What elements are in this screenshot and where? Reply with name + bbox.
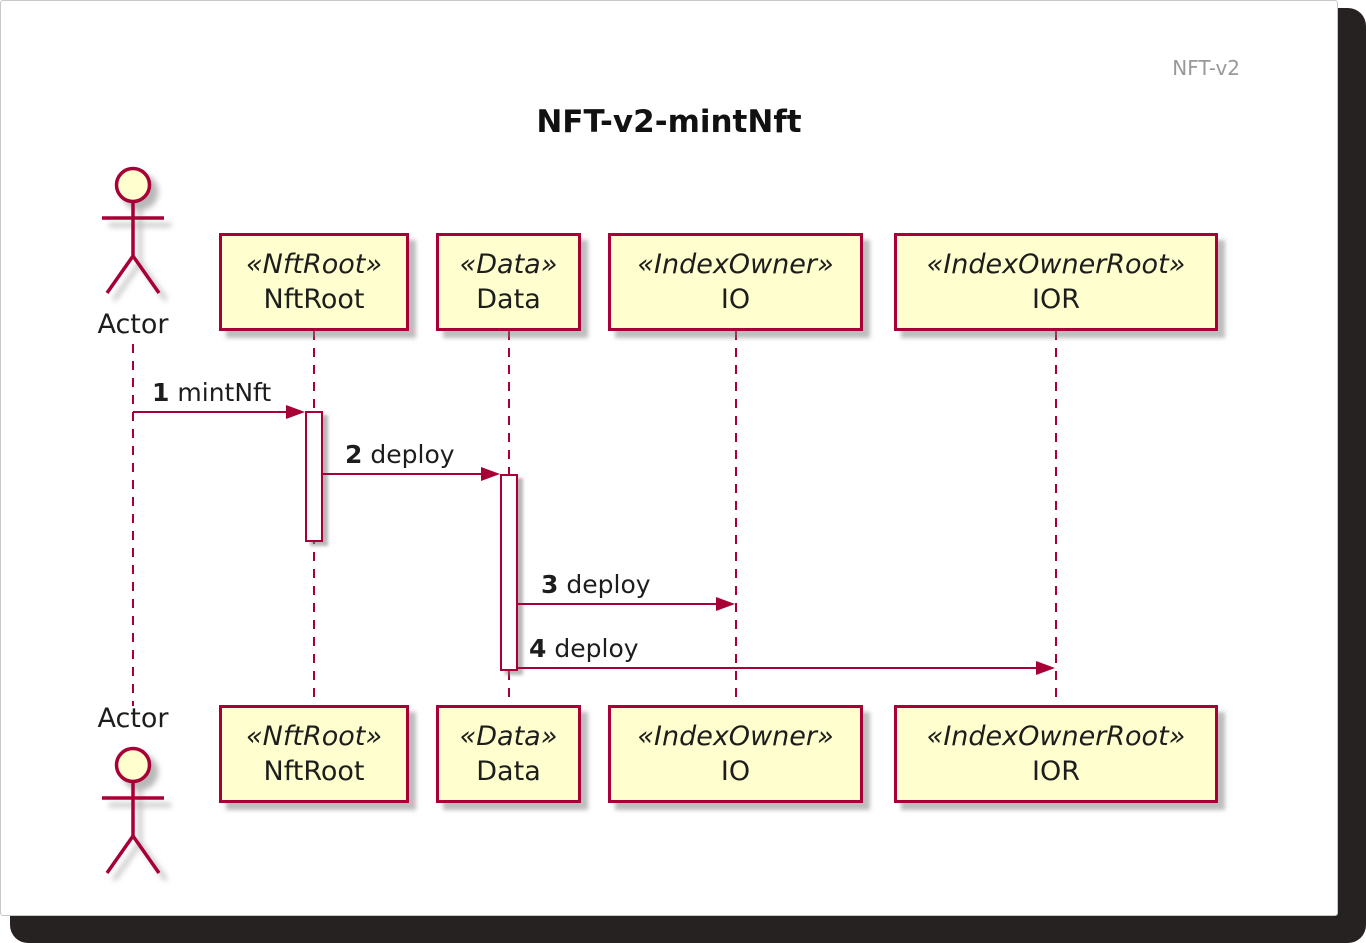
actor-icon-bottom (102, 746, 164, 875)
message-text: deploy (370, 440, 455, 469)
participant-name: IOR (1032, 756, 1080, 787)
lifeline-io (735, 331, 737, 705)
message-text: mintNft (177, 378, 272, 407)
participant-name: Data (476, 756, 541, 787)
message-number: 4 (529, 634, 547, 663)
participant-stereotype: «NftRoot» (245, 720, 382, 752)
message-arrow-3 (518, 597, 735, 611)
message-number: 3 (541, 570, 559, 599)
arrow-head-icon (1036, 661, 1055, 675)
message-arrow-1 (133, 405, 305, 419)
arrow-head-icon (481, 467, 500, 481)
arrow-line (518, 602, 726, 605)
actor-icon-top (102, 166, 164, 295)
participant-box-io-bottom: «IndexOwner» IO (608, 705, 863, 803)
participant-stereotype: «IndexOwner» (637, 720, 834, 752)
message-text: deploy (554, 634, 639, 663)
lifeline-ior (1055, 331, 1057, 705)
actor-label-bottom: Actor (97, 703, 169, 734)
message-arrow-4 (518, 661, 1055, 675)
participant-box-ior-bottom: «IndexOwnerRoot» IOR (894, 705, 1218, 803)
participant-name: Data (476, 284, 541, 315)
message-arrow-2 (323, 467, 500, 481)
arrow-head-icon (716, 597, 735, 611)
activation-bar-data (500, 474, 518, 671)
participant-stereotype: «IndexOwnerRoot» (926, 720, 1186, 752)
participant-stereotype: «Data» (459, 720, 558, 752)
participant-box-data-bottom: «Data» Data (436, 705, 581, 803)
participant-stereotype: «NftRoot» (245, 248, 382, 280)
participant-name: NftRoot (263, 756, 365, 787)
participant-stereotype: «IndexOwnerRoot» (926, 248, 1186, 280)
diagram-canvas: NFT-v2 NFT-v2-mintNft Actor «NftRoot» Nf… (0, 0, 1338, 916)
participant-name: IO (720, 284, 751, 315)
arrow-line (518, 666, 1046, 669)
participant-name: IOR (1032, 284, 1080, 315)
participant-box-nftroot-top: «NftRoot» NftRoot (219, 233, 409, 331)
message-number: 2 (345, 440, 363, 469)
message-number: 1 (152, 378, 170, 407)
participant-box-ior-top: «IndexOwnerRoot» IOR (894, 233, 1218, 331)
participant-box-data-top: «Data» Data (436, 233, 581, 331)
diagram-title: NFT-v2-mintNft (536, 104, 802, 140)
participant-stereotype: «Data» (459, 248, 558, 280)
participant-stereotype: «IndexOwner» (637, 248, 834, 280)
participant-name: NftRoot (263, 284, 365, 315)
arrow-line (133, 410, 296, 413)
participant-box-io-top: «IndexOwner» IO (608, 233, 863, 331)
participant-box-nftroot-bottom: «NftRoot» NftRoot (219, 705, 409, 803)
page-header: NFT-v2 (1172, 56, 1240, 80)
message-text: deploy (566, 570, 651, 599)
arrow-head-icon (286, 405, 305, 419)
participant-name: IO (720, 756, 751, 787)
activation-bar-nftroot (305, 411, 323, 542)
lifeline-actor (132, 344, 134, 706)
arrow-line (323, 472, 491, 475)
actor-label-top: Actor (97, 309, 169, 340)
